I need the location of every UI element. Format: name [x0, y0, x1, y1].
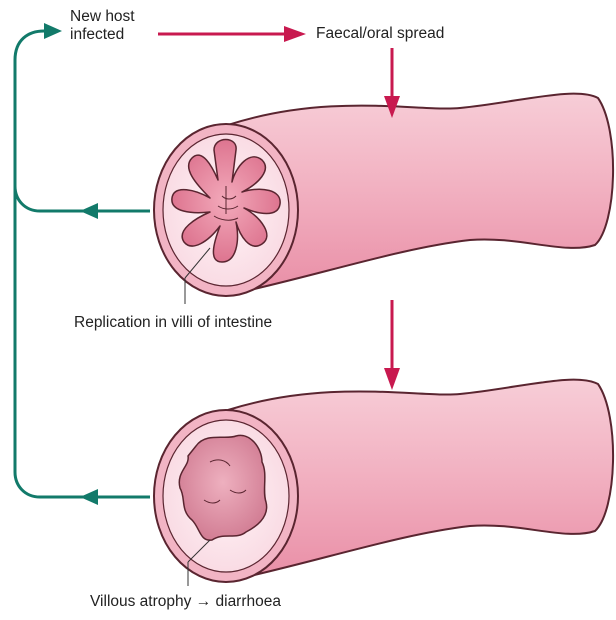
arrowhead-right — [284, 26, 306, 42]
loop-lower — [15, 186, 150, 497]
arrowhead-down-2 — [384, 368, 400, 390]
label-new-host-line1: New host — [70, 8, 135, 26]
label-faecal-oral: Faecal/oral spread — [316, 25, 444, 43]
arrowhead-left-bottom — [80, 489, 98, 505]
label-new-host: New host infected — [70, 8, 135, 44]
intestine-tube-top — [154, 94, 613, 304]
loop-vertical — [15, 31, 150, 211]
arrowhead-to-new-host — [44, 23, 62, 39]
arrowhead-left-top — [80, 203, 98, 219]
green-return-loop — [15, 23, 150, 505]
label-atrophy: Villous atrophy → diarrhoea — [90, 593, 281, 611]
label-replication: Replication in villi of intestine — [74, 314, 272, 332]
intestine-tube-bottom — [154, 380, 613, 586]
label-new-host-line2: infected — [70, 26, 135, 44]
